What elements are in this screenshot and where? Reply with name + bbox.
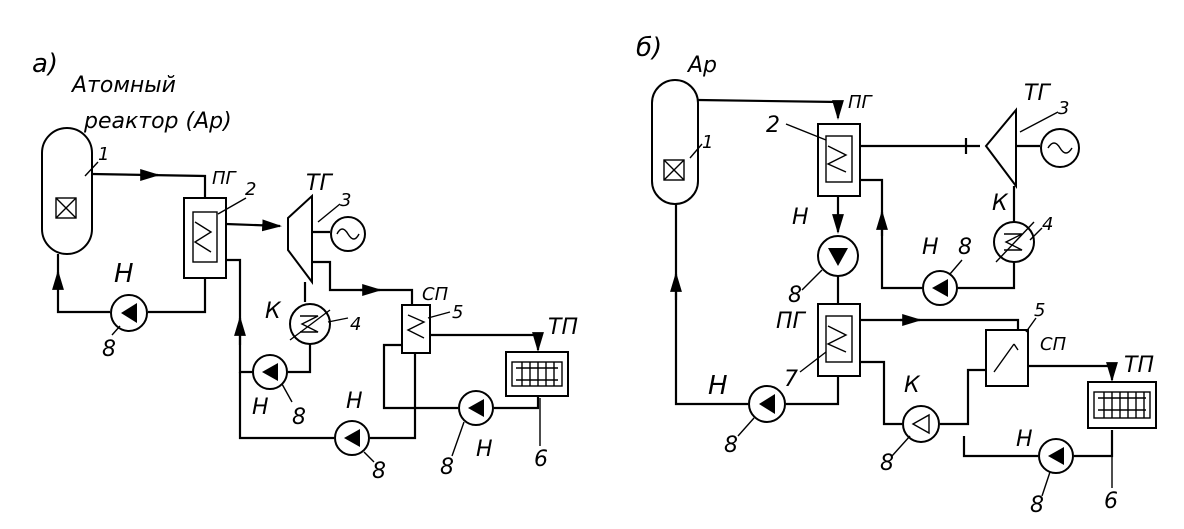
tp-label-b: ТП	[1124, 353, 1154, 378]
feed-pump-b	[922, 270, 958, 306]
pg-top-label-b: ПГ	[848, 92, 874, 113]
feed-pump-a	[252, 354, 288, 390]
turbine-b	[984, 107, 1080, 189]
pipe-pg-pump-b	[786, 376, 840, 406]
pipe-pgbottom-pump-b	[860, 360, 902, 426]
label-8-b2: 8	[958, 235, 972, 260]
label-8-b3: 8	[724, 433, 738, 458]
pipe-condenser-pump-a	[288, 344, 312, 374]
reactor-a	[41, 127, 93, 255]
pump-label-h-1-b: Н	[792, 205, 809, 230]
pump-label-h-4-b: Н	[1016, 427, 1033, 452]
network-pump-a	[458, 390, 494, 426]
pipe-pump-sp-b	[940, 368, 986, 426]
pump-label-h-2-b: Н	[922, 235, 939, 260]
label-4-a: 4	[350, 314, 361, 335]
label-1-b: 1	[702, 132, 713, 153]
reactor-label-line1: Атомный	[70, 73, 176, 98]
pipe-reactor-pg-b	[697, 98, 844, 120]
pipe-feed-pg-a	[226, 258, 252, 374]
label-3-a: 3	[340, 190, 351, 211]
tg-label-b: ТГ	[1024, 81, 1051, 106]
pipe-tp-pump-b	[1074, 430, 1114, 458]
network-pump-b	[1038, 438, 1074, 474]
intermediate-pump-b	[817, 235, 859, 277]
pump-label-h-3-b: Н	[708, 371, 728, 401]
label-1-a: 1	[98, 144, 109, 165]
panel-a: а) Атомный реактор (Ар) 1 ПГ 2	[32, 49, 578, 484]
label-8-a1: 8	[102, 337, 116, 362]
label-8-b5: 8	[1030, 493, 1044, 518]
pipe-pump-reactor-a	[56, 254, 110, 314]
sp-label-b: СП	[1040, 334, 1067, 355]
pump-label-h-4-a: Н	[476, 437, 493, 462]
pg-label-a: ПГ	[212, 168, 238, 189]
reactor-label-line2: реактор (Ар)	[83, 109, 232, 134]
reactor-label-b: Ар	[686, 53, 717, 78]
label-3-b: 3	[1058, 98, 1069, 119]
pump-label-h-2-a: Н	[252, 395, 269, 420]
primary-pump-b	[748, 385, 786, 423]
label-8-b4: 8	[880, 451, 894, 476]
heat-consumer-a	[505, 351, 569, 397]
pipe-reactor-pg-a	[91, 172, 207, 198]
label-4-b: 4	[1042, 214, 1053, 235]
pipe-drain-return-a	[238, 372, 334, 440]
pipe-condenser-pump-b	[958, 262, 1016, 290]
primary-pump-a	[110, 294, 148, 332]
panel-a-tag: а)	[32, 49, 58, 79]
panel-b: б) Ар 1 ПГ 2 ТГ 3	[636, 33, 1157, 518]
pipe-return-sp-a	[382, 343, 458, 410]
k-condenser-label-b: К	[992, 191, 1009, 216]
label-8-a2: 8	[292, 405, 306, 430]
label-8-b1: 8	[788, 283, 802, 308]
pipe-pump-return-b	[962, 436, 1038, 458]
label-7-b: 7	[784, 367, 798, 392]
condenser-a	[289, 282, 331, 345]
label-6-a: 6	[534, 447, 548, 472]
label-8-a4: 8	[440, 455, 454, 480]
label-5-a: 5	[452, 302, 463, 323]
sp-label-a: СП	[422, 284, 449, 305]
reactor-b	[651, 79, 699, 205]
pump-label-h-3-a: Н	[346, 389, 363, 414]
k-pump-label-b: К	[904, 373, 921, 398]
pipe-extraction-sp-a	[312, 260, 414, 305]
steam-generator-bottom-b	[817, 303, 861, 377]
pipe-pg-turbine-a	[225, 219, 282, 232]
label-6-b: 6	[1104, 489, 1118, 514]
condensate-pump-b	[902, 405, 940, 443]
pipe-sp-tp-a	[430, 332, 544, 352]
pipe-pg-pump-a	[148, 278, 207, 314]
pipe-pg-sp-b	[860, 318, 1020, 330]
pipe-feed-pg-b	[860, 178, 922, 290]
drain-pump-a	[334, 420, 370, 456]
turbine-a	[287, 193, 366, 285]
label-5-b: 5	[1034, 300, 1045, 321]
steam-generator-top-b	[817, 123, 861, 197]
tp-label-a: ТП	[548, 315, 578, 340]
pipe-pump-reactor-b	[674, 204, 748, 406]
label-8-a3: 8	[372, 459, 386, 484]
pipe-sp-drain-a	[370, 353, 417, 440]
k-label-a: К	[265, 299, 282, 324]
panel-b-tag: б)	[636, 33, 662, 63]
network-heater-b	[985, 329, 1029, 387]
network-heater-a	[401, 304, 431, 354]
condenser-b	[993, 186, 1035, 263]
pipe-tp-return-a	[494, 396, 540, 410]
label-2-b: 2	[766, 113, 780, 138]
pump-label-h-1-a: Н	[114, 259, 134, 289]
tg-label-a: ТГ	[306, 171, 333, 196]
pipe-sp-tp-b	[1028, 362, 1118, 382]
heat-consumer-b	[1087, 381, 1157, 429]
pg-bottom-label-b: ПГ	[776, 309, 807, 334]
label-2-a: 2	[245, 179, 256, 200]
steam-generator-a	[183, 197, 227, 279]
